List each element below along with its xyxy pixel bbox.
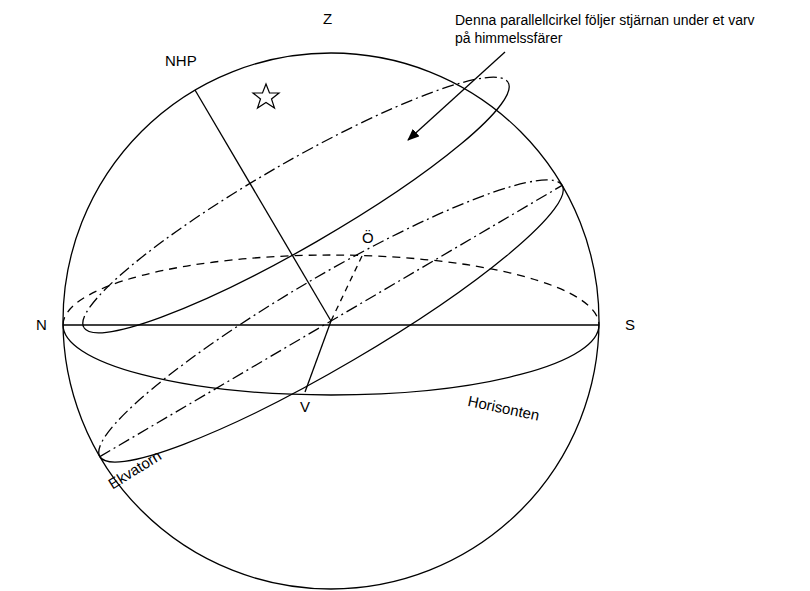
pole-label: NHP (165, 52, 197, 70)
star-symbol (253, 84, 279, 108)
equator-front (100, 185, 585, 495)
east-label: Ö (362, 229, 374, 247)
horizon-front (63, 325, 599, 395)
horizon-label: Horisonten (466, 392, 541, 425)
equator-label: Ekvatorn (105, 447, 165, 494)
parallel-front (84, 83, 529, 364)
north-south-line (63, 324, 599, 325)
east-line (331, 256, 362, 321)
zenith-label: Z (323, 10, 332, 28)
sphere-outline (63, 53, 599, 589)
west-line (305, 321, 331, 392)
leader-arrow (408, 52, 505, 140)
parallel-back (63, 46, 508, 327)
callout-note: Denna parallellcirkel följer stjärnan un… (455, 12, 755, 47)
west-label: V (300, 398, 310, 416)
pole-axis (195, 90, 331, 321)
horizon-back (63, 255, 599, 325)
equator-diameter (100, 185, 562, 456)
south-label: S (625, 316, 635, 334)
north-label: N (36, 316, 47, 334)
